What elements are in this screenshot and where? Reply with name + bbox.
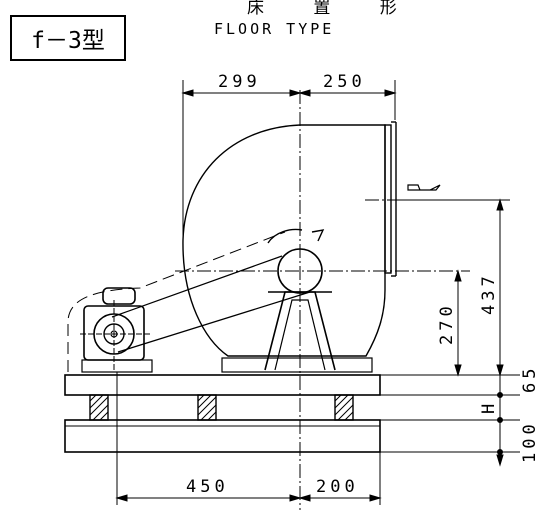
outlet-flange (384, 124, 392, 274)
dim-text-100: 100 (520, 420, 540, 463)
fan-casing (182, 124, 386, 357)
dim-arrow-top-right (384, 89, 397, 97)
base-frame-top (64, 374, 381, 396)
rotation-arrow-head (311, 229, 325, 242)
dim-text-65: 65 (520, 365, 540, 393)
dim-text-h: H (479, 400, 499, 414)
dim-text-270: 270 (437, 302, 457, 345)
dim-text-top-left: 299 (218, 72, 261, 92)
flow-arrow (407, 184, 441, 191)
dim-text-bottom-right: 200 (316, 477, 359, 497)
title-japanese: 床 置 形 (247, 0, 419, 16)
dim-arrow-437-top (496, 198, 504, 211)
dim-arrow-top-mid-r (298, 89, 311, 97)
dim-arrow-top-left (181, 89, 194, 97)
vibration-pad-middle (197, 394, 217, 421)
dim-text-bottom-left: 450 (186, 477, 229, 497)
belt-lower (117, 291, 311, 353)
dim-text-top-right: 250 (323, 72, 366, 92)
fan-pulley (277, 248, 323, 294)
dim-arrow-bottom-mid-r (298, 494, 311, 502)
belt-upper (111, 255, 283, 318)
belt-guard (67, 231, 286, 373)
dim-arrow-base-bottom (496, 454, 504, 467)
pedestal-foot (221, 357, 373, 373)
vibration-pad-right (334, 394, 354, 421)
dim-arrow-bottom-mid-l (289, 494, 302, 502)
bearing-pedestal-inner (274, 299, 326, 371)
dim-arrow-top-mid-l (289, 89, 302, 97)
rotation-arrow (267, 228, 303, 244)
model-label: f－3型 (10, 15, 126, 61)
vibration-pad-left (89, 394, 109, 421)
dim-arrow-bottom-left (115, 494, 128, 502)
base-frame-bottom (64, 419, 381, 453)
dim-arrow-bottom-right (369, 494, 382, 502)
dim-arrow-270-top (454, 269, 462, 282)
dim-arrow-270-bottom (454, 364, 462, 377)
dim-dot-395 (497, 392, 503, 398)
dim-arrow-437-bottom (496, 364, 504, 377)
title-english: FLOOR TYPE (214, 20, 335, 38)
motor-terminal-box (102, 287, 136, 305)
dim-dot-452 (497, 449, 503, 455)
motor-base (81, 359, 153, 373)
dim-dot-420 (497, 417, 503, 423)
dim-text-437: 437 (479, 272, 499, 315)
